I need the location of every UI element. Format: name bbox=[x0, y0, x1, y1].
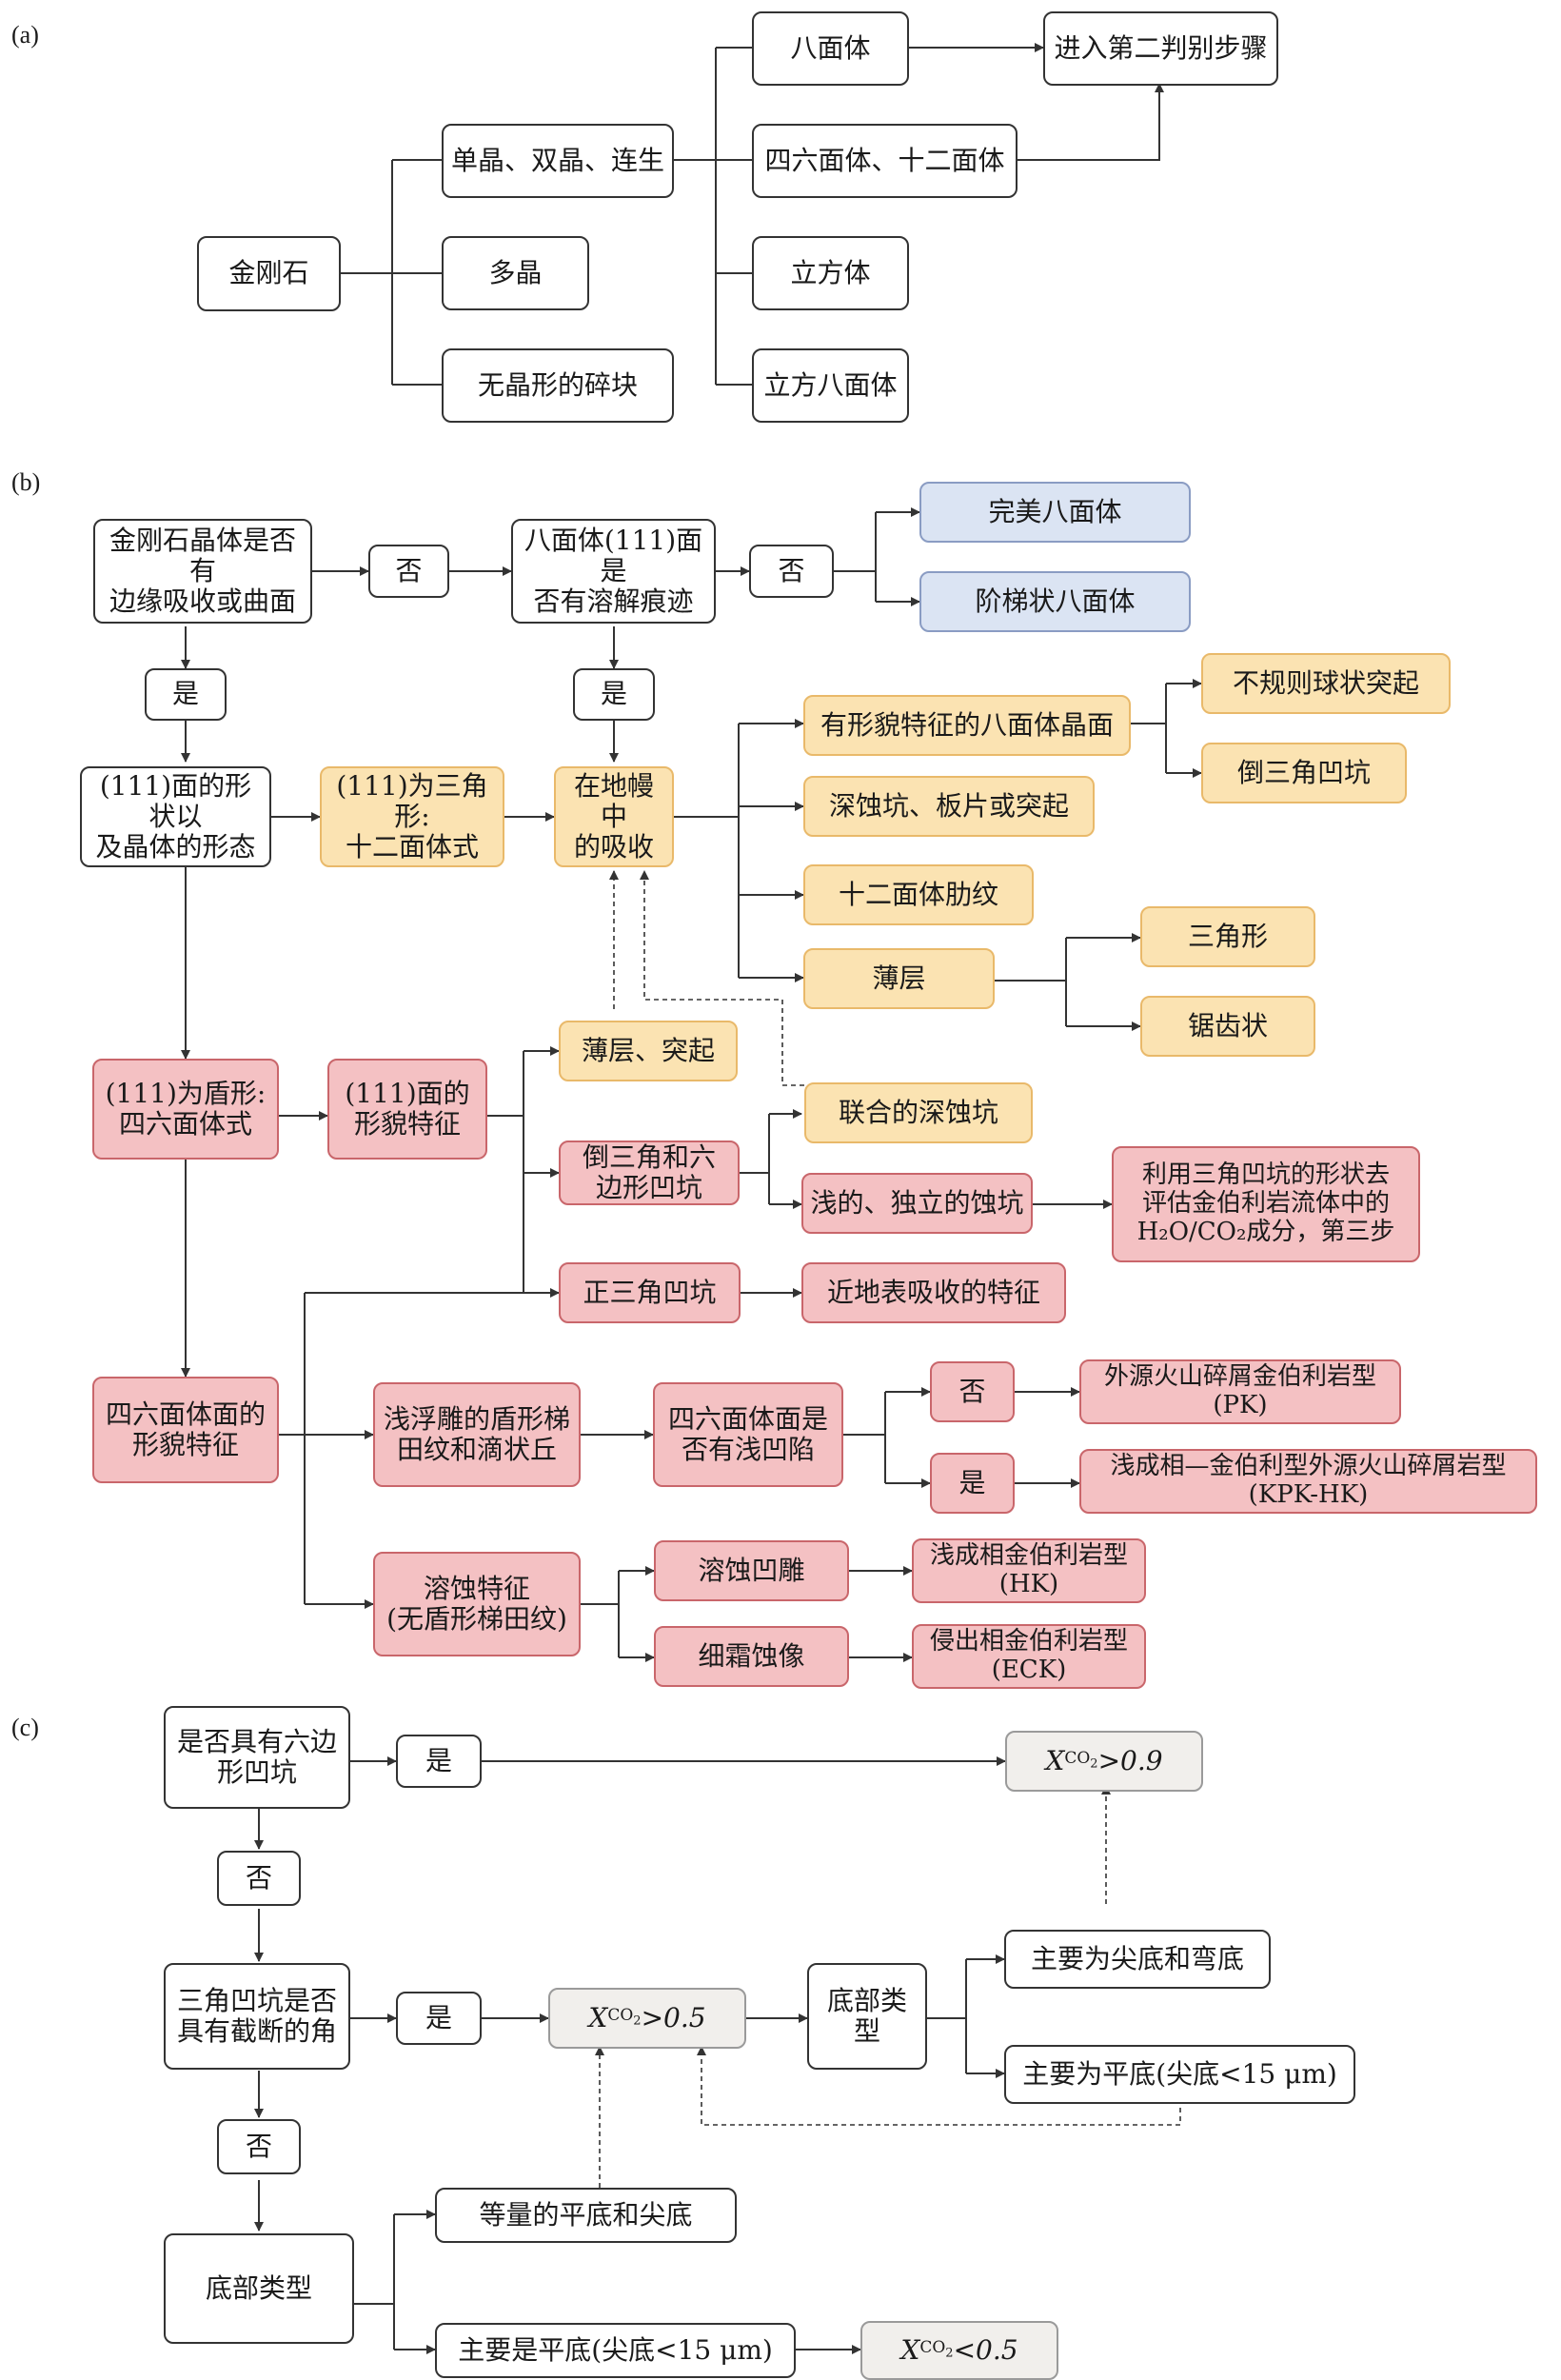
triangle-dodecahedral-node: (111)为三角形: 十二面体式 bbox=[320, 766, 504, 867]
irregular-hillock-node: 不规则球状突起 bbox=[1201, 653, 1451, 714]
face111-morphology-node: (111)面的 形貌特征 bbox=[327, 1059, 487, 1160]
dissolution-trace-question: 八面体(111)面是 否有溶解痕迹 bbox=[511, 519, 716, 624]
shallow-depression-question-node: 四六面体面是 否有浅凹陷 bbox=[653, 1382, 843, 1487]
yes-label-2: 是 bbox=[573, 668, 655, 721]
serrated-node: 锯齿状 bbox=[1140, 996, 1315, 1057]
cube-node: 立方体 bbox=[752, 236, 909, 310]
no-label-3: 否 bbox=[930, 1361, 1015, 1422]
equal-flat-pointed-node: 等量的平底和尖底 bbox=[435, 2188, 737, 2243]
pk-type-node: 外源火山碎屑金伯利岩型 (PK) bbox=[1079, 1359, 1401, 1424]
shallow-isolated-pits-node: 浅的、独立的蚀坑 bbox=[801, 1173, 1033, 1234]
no-label-c1: 否 bbox=[217, 1851, 301, 1906]
amorphous-fragment-node: 无晶形的碎块 bbox=[442, 348, 674, 423]
bottom-type-node-1: 底部类型 bbox=[807, 1963, 927, 2070]
perfect-octahedron-node: 完美八面体 bbox=[919, 482, 1191, 543]
hexagonal-pit-question: 是否具有六边 形凹坑 bbox=[164, 1706, 350, 1809]
face-shape-node: (111)面的形状以 及晶体的形态 bbox=[80, 766, 271, 867]
hk-type-node: 浅成相金伯利岩型 (HK) bbox=[912, 1538, 1146, 1603]
inverted-tri-hex-pits-node: 倒三角和六 边形凹坑 bbox=[559, 1140, 740, 1205]
mantle-resorption-node: 在地幔中 的吸收 bbox=[554, 766, 674, 867]
panel-label-c: (c) bbox=[11, 1714, 39, 1741]
flat-bottom-node-2: 主要是平底(尖底<15 μm) bbox=[435, 2323, 796, 2378]
truncated-corner-question: 三角凹坑是否 具有截断的角 bbox=[164, 1963, 350, 2070]
kpk-hk-type-node: 浅成相—金伯利型外源火山碎屑岩型 (KPK-HK) bbox=[1079, 1449, 1537, 1514]
assess-fluid-step3-node: 利用三角凹坑的形状去 评估金伯利岩流体中的 H₂O/CO₂成分，第三步 bbox=[1112, 1146, 1420, 1262]
no-label-c2: 否 bbox=[217, 2119, 301, 2174]
panel-label-b: (b) bbox=[11, 468, 41, 496]
octahedron-node: 八面体 bbox=[752, 11, 909, 86]
tetrahexahedron-dodecahedron-node: 四六面体、十二面体 bbox=[752, 124, 1018, 198]
second-step-node: 进入第二判别步骤 bbox=[1043, 11, 1278, 86]
diamond-node: 金刚石 bbox=[197, 236, 341, 311]
thin-lamella-node: 薄层 bbox=[803, 948, 995, 1009]
yes-label-c1: 是 bbox=[396, 1735, 482, 1788]
yes-label-c2: 是 bbox=[396, 1992, 482, 2045]
panel-label-a: (a) bbox=[11, 21, 39, 49]
positive-triangle-pit-node: 正三角凹坑 bbox=[559, 1262, 741, 1323]
shallow-relief-terraces-node: 浅浮雕的盾形梯 田纹和滴状丘 bbox=[373, 1382, 581, 1487]
no-label-1: 否 bbox=[368, 545, 449, 598]
inverted-triangle-pit-node: 倒三角凹坑 bbox=[1201, 743, 1407, 803]
cuboctahedron-node: 立方八面体 bbox=[752, 348, 909, 423]
yes-label-3: 是 bbox=[930, 1453, 1015, 1514]
etch-carving-node: 溶蚀凹雕 bbox=[654, 1540, 849, 1601]
polycrystal-node: 多晶 bbox=[442, 236, 589, 310]
eck-type-node: 侵出相金伯利岩型 (ECK) bbox=[912, 1624, 1146, 1689]
yes-label-1: 是 bbox=[145, 668, 227, 721]
shield-tetrahexahedral-node: (111)为盾形: 四六面体式 bbox=[92, 1059, 279, 1160]
joint-deep-pits-node: 联合的深蚀坑 bbox=[804, 1082, 1033, 1143]
dissolution-features-node: 溶蚀特征 (无盾形梯田纹) bbox=[373, 1552, 581, 1656]
edge-absorption-question: 金刚石晶体是否有 边缘吸收或曲面 bbox=[93, 519, 312, 624]
tetrahexa-face-morphology-node: 四六面体面的 形貌特征 bbox=[92, 1377, 279, 1483]
pointed-curved-bottom-node: 主要为尖底和弯底 bbox=[1004, 1930, 1271, 1989]
single-twin-intergrowth-node: 单晶、双晶、连生 bbox=[442, 124, 674, 198]
stepped-octahedron-node: 阶梯状八面体 bbox=[919, 571, 1191, 632]
dodecahedral-ribs-node: 十二面体肋纹 bbox=[803, 864, 1034, 925]
no-label-2: 否 bbox=[749, 545, 834, 598]
triangle-node: 三角形 bbox=[1140, 906, 1315, 967]
near-surface-feature-node: 近地表吸收的特征 bbox=[801, 1262, 1066, 1323]
frosted-etch-node: 细霜蚀像 bbox=[654, 1626, 849, 1687]
flat-bottom-node-1: 主要为平底(尖底<15 μm) bbox=[1004, 2045, 1355, 2104]
lamella-hillock-node: 薄层、突起 bbox=[559, 1021, 738, 1081]
deep-pits-plates-node: 深蚀坑、板片或突起 bbox=[803, 776, 1095, 837]
bottom-type-node-2: 底部类型 bbox=[164, 2233, 354, 2344]
octahedral-face-feature-node: 有形貌特征的八面体晶面 bbox=[803, 695, 1131, 756]
